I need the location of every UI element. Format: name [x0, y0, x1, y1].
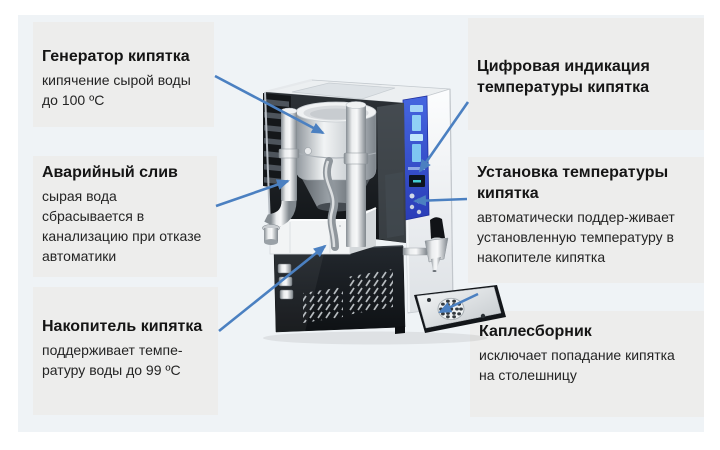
callout-title: Накопитель кипятка: [42, 318, 203, 335]
callout-boiling-generator: Генератор кипятка кипячение сырой воды д…: [33, 22, 214, 127]
boiler-cutaway-illustration: [262, 78, 506, 345]
callout-body: поддерживает темпе- ратуру воды до 99 ºС: [42, 342, 183, 378]
callout-emergency-drain: Аварийный слив сырая вода сбрасывается в…: [33, 156, 217, 277]
callout-temperature-setting: Установка температуры кипятка автоматиче…: [468, 157, 704, 283]
callout-body: автоматически поддер-живает установленну…: [477, 209, 675, 265]
callout-title: Аварийный слив: [42, 164, 178, 181]
faucet: [402, 217, 449, 272]
vent-slots: [303, 287, 343, 323]
inner-tube: [323, 157, 339, 251]
machine-shadow: [263, 331, 487, 345]
callout-body: исключает попадание кипятка на столешниц…: [479, 347, 675, 383]
callout-water-accumulator: Накопитель кипятка поддерживает темпе- р…: [33, 287, 218, 415]
callout-title: Установка температуры кипятка: [477, 164, 669, 202]
callout-drip-tray: Каплесборник исключает попадание кипятка…: [470, 311, 704, 417]
faucet-handle: [430, 217, 445, 239]
faucet-spout: [431, 257, 441, 271]
right-pipe: [343, 101, 369, 247]
terminal-blocks: [277, 263, 294, 300]
machine-base: [273, 245, 406, 334]
callout-title: Генератор кипятка: [42, 48, 190, 65]
machine-foot: [395, 326, 405, 334]
digital-readout: [409, 175, 425, 187]
callout-body: сырая вода сбрасывается в канализацию пр…: [42, 188, 202, 264]
callout-title: Каплесборник: [479, 323, 592, 340]
callout-title: Цифровая индикация температуры кипятка: [477, 58, 650, 96]
control-panel: [402, 95, 430, 221]
drip-tray-grate: [437, 297, 465, 321]
callout-digital-indicator: Цифровая индикация температуры кипятка: [468, 18, 704, 130]
vent-slots: [347, 269, 393, 315]
callout-body: кипячение сырой воды до 100 ºС: [42, 72, 191, 108]
